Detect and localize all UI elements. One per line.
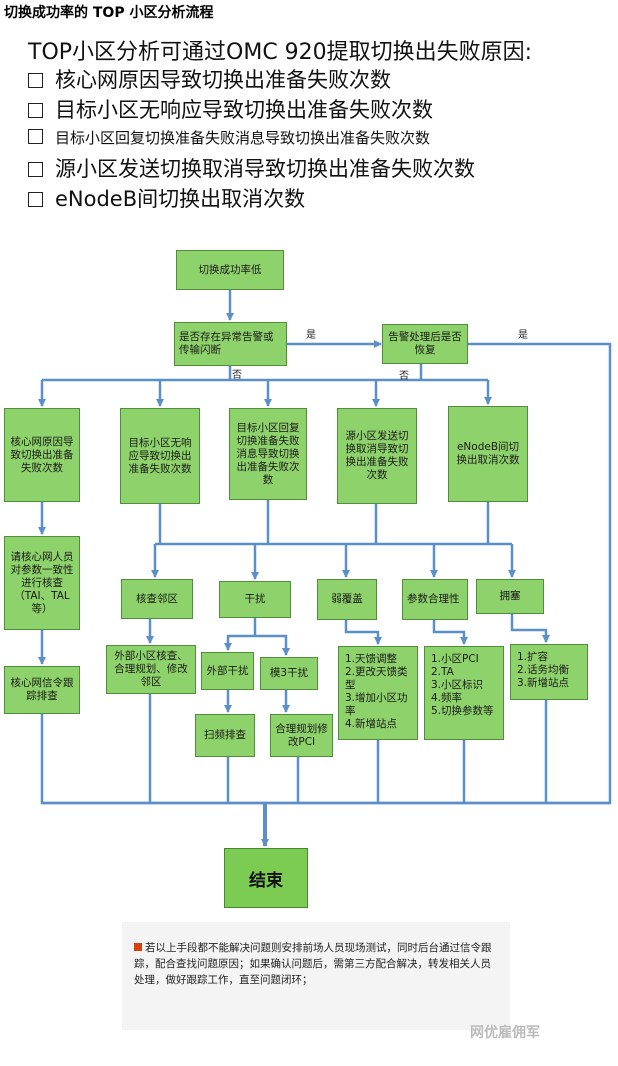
cause-target-no-response: 目标小区无响应导致切换出准备失败次数 <box>120 408 200 504</box>
congestion-actions: 1.扩容 2.话务均衡 3.新增站点 <box>510 644 588 700</box>
decision-recover: 告警处理后是否恢复 <box>382 324 468 364</box>
decision-alarm: 是否存在异常告警或传输闪断 <box>174 322 287 366</box>
checkbox-icon <box>28 192 43 207</box>
checkbox-icon <box>28 129 43 144</box>
note-box: 若以上手段都不能解决问题则安排前场人员现场测试，同时后台通过信令跟踪，配合查找问… <box>122 922 510 1030</box>
frequency-scan: 扫频排查 <box>195 714 255 757</box>
note-marker-icon <box>134 943 142 951</box>
watermark: 网优雇佣军 <box>470 1025 540 1041</box>
check-weak-coverage: 弱覆盖 <box>317 579 377 620</box>
end-node: 结束 <box>224 848 308 908</box>
intro-item: 源小区发送切换取消导致切换出准备失败次数 <box>28 153 475 183</box>
core-network-trace: 核心网信令跟踪排查 <box>4 666 80 714</box>
external-interference: 外部干扰 <box>201 652 254 690</box>
cause-target-reply-failure: 目标小区回复切换准备失败消息导致切换出准备失败次数 <box>229 408 307 500</box>
page-title: 切换成功率的 TOP 小区分析流程 <box>4 5 214 21</box>
intro-item: 目标小区无响应导致切换出准备失败次数 <box>28 94 433 124</box>
cause-enodeb-cancel: eNodeB间切换出取消次数 <box>448 406 528 502</box>
intro-heading: TOP小区分析可通过OMC 920提取切换出失败原因: <box>28 40 533 65</box>
checkbox-icon <box>28 73 43 88</box>
check-neighbor: 核查邻区 <box>121 579 193 619</box>
mod3-interference: 模3干扰 <box>260 657 318 690</box>
replan-pci: 合理规划修改PCI <box>270 714 333 757</box>
yes-label: 是 <box>518 330 528 341</box>
weak-coverage-actions: 1.天馈调整 2.更改天馈类型 3.增加小区功率 4.新增站点 <box>338 646 418 740</box>
neighbor-action: 外部小区核查、合理规划、修改邻区 <box>106 645 196 694</box>
start-node: 切换成功率低 <box>176 250 284 290</box>
no-label: 否 <box>232 370 242 381</box>
intro-item: 核心网原因导致切换出准备失败次数 <box>28 64 391 94</box>
intro-item: 目标小区回复切换准备失败消息导致切换出准备失败次数 <box>28 127 430 148</box>
cause-source-cancel: 源小区发送切换取消导致切换出准备失败次数 <box>337 408 417 504</box>
check-parameters: 参数合理性 <box>402 579 468 620</box>
parameter-actions: 1.小区PCI 2.TA 3.小区标识 4.频率 5.切换参数等 <box>424 646 504 740</box>
core-network-check: 请核心网人员对参数一致性进行核查（TAI、TAL等） <box>4 536 80 630</box>
note-text: 若以上手段都不能解决问题则安排前场人员现场测试，同时后台通过信令跟踪，配合查找问… <box>134 942 492 986</box>
cause-core-network: 核心网原因导致切换出准备失败次数 <box>4 408 80 502</box>
no-label: 否 <box>399 371 409 382</box>
check-congestion: 拥塞 <box>476 579 544 614</box>
intro-item: eNodeB间切换出取消次数 <box>28 183 305 213</box>
checkbox-icon <box>28 103 43 118</box>
checkbox-icon <box>28 162 43 177</box>
check-interference: 干扰 <box>219 581 291 618</box>
yes-label: 是 <box>306 330 316 341</box>
